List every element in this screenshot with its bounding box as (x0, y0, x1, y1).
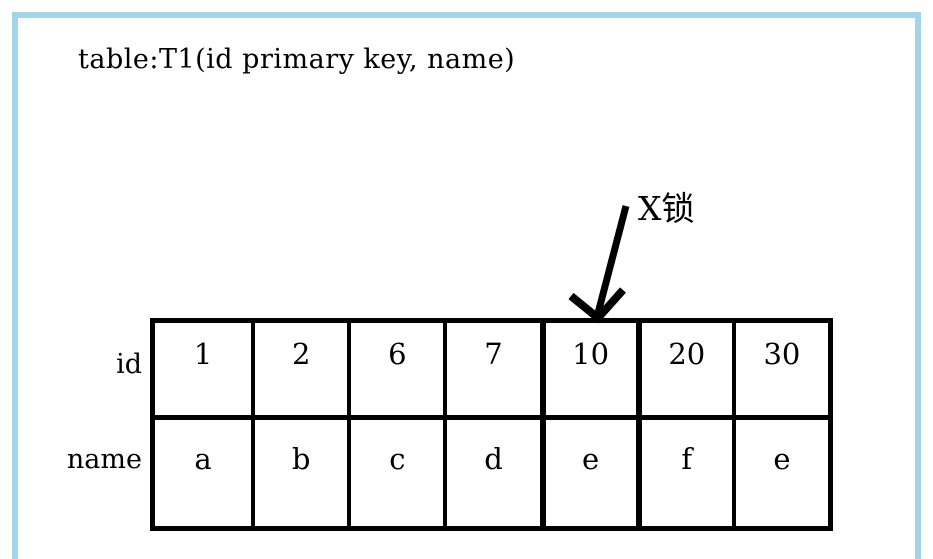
frame-border-right (915, 12, 921, 559)
cell-value: e (582, 442, 600, 476)
cell-value: c (389, 442, 406, 476)
table-cell-id: 1 (155, 323, 251, 415)
frame-border-top (12, 12, 921, 18)
cell-value: a (194, 442, 212, 476)
annotation-arrow-shaft (593, 205, 630, 318)
table-cell-id: 7 (443, 323, 539, 415)
cell-value: 2 (291, 337, 311, 371)
record-table: 1 2 6 7 10 20 30 a b c d e f e (150, 318, 833, 531)
table-cell-name: f (635, 415, 732, 526)
diagram-title: table:T1(id primary key, name) (78, 44, 516, 75)
table-cell-name: e (731, 415, 828, 526)
cell-value: 1 (193, 337, 213, 371)
row-label-id: id (116, 349, 142, 380)
cell-value: f (681, 442, 693, 476)
frame-border-left (12, 12, 18, 559)
row-label-name: name (66, 444, 142, 475)
table-cell-id: 30 (731, 323, 828, 415)
table-cell-id: 2 (251, 323, 347, 415)
table-cell-name: d (443, 415, 540, 526)
annotation-label-x-lock: X锁 (638, 189, 695, 228)
cell-value: 10 (572, 337, 610, 371)
cell-value: d (484, 442, 503, 476)
table-cell-name: b (251, 415, 348, 526)
table-cell-name: a (155, 415, 252, 526)
cell-value: 6 (388, 337, 407, 371)
table-cell-id: 20 (635, 323, 732, 415)
cell-value: b (291, 442, 311, 476)
annotation-arrow-head (568, 287, 626, 324)
cell-value: 30 (763, 337, 801, 371)
table-cell-id-locked: 10 (539, 323, 636, 415)
cell-value: e (773, 442, 791, 476)
cell-value: 20 (668, 337, 706, 371)
table-cell-name: c (347, 415, 444, 526)
table-cell-name-locked: e (539, 415, 636, 526)
cell-value: 7 (484, 337, 503, 371)
table-cell-id: 6 (347, 323, 443, 415)
